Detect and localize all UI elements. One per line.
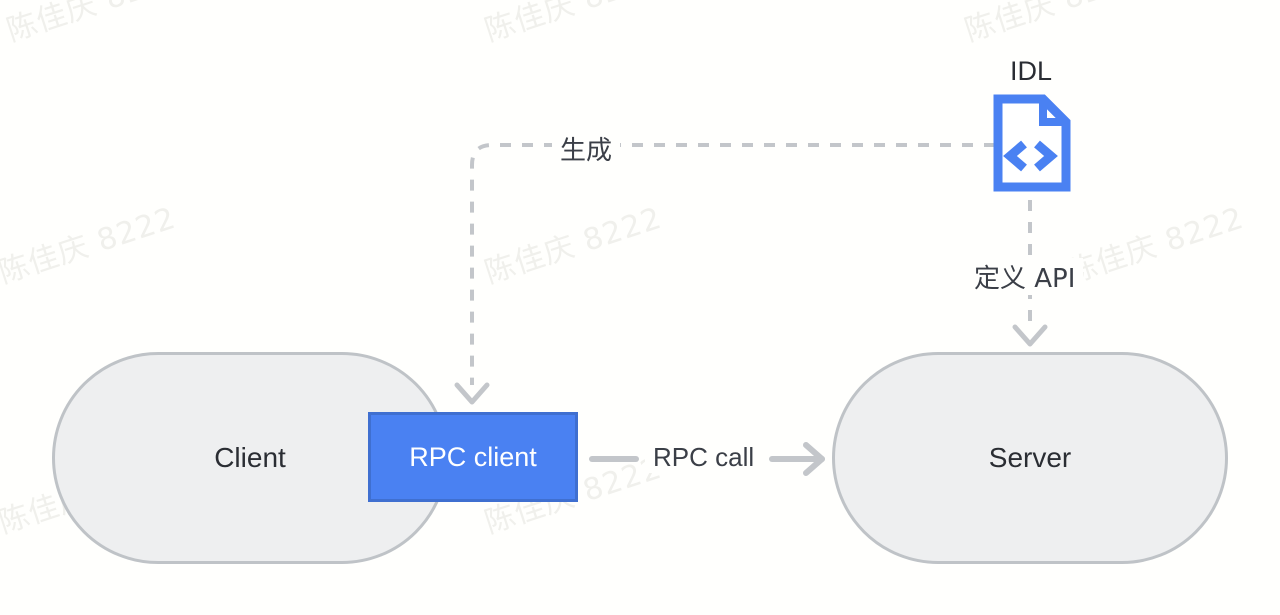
code-document-icon — [993, 94, 1071, 192]
node-idl[interactable]: IDL — [960, 56, 1102, 196]
code-document-icon-chevron-left — [1003, 140, 1027, 172]
node-server-label: Server — [988, 442, 1072, 473]
code-document-icon-fold — [1039, 102, 1063, 126]
generate-edge-line — [470, 143, 995, 385]
generate-edge — [454, 143, 995, 405]
code-document-icon-page — [993, 94, 1071, 192]
node-rpc-client-label: RPC client — [409, 441, 537, 472]
rpc-call-edge-label: RPC call — [645, 442, 763, 473]
node-client-label: Client — [214, 442, 286, 473]
define-api-edge-label: 定义 API — [966, 258, 1084, 295]
node-idl-label: IDL — [1009, 56, 1053, 86]
node-server[interactable]: Server — [832, 352, 1228, 564]
generate-edge-label: 生成 — [552, 130, 621, 167]
define-api-edge — [1012, 200, 1048, 347]
rpc-call-edge — [589, 442, 825, 476]
node-rpc-client[interactable]: RPC client — [368, 412, 578, 502]
generate-edge-arrowhead — [454, 382, 490, 405]
define-api-edge-arrowhead — [1012, 324, 1048, 347]
rpc-call-edge-arrowhead — [803, 442, 825, 476]
code-document-icon-chevron-right — [1034, 140, 1058, 172]
